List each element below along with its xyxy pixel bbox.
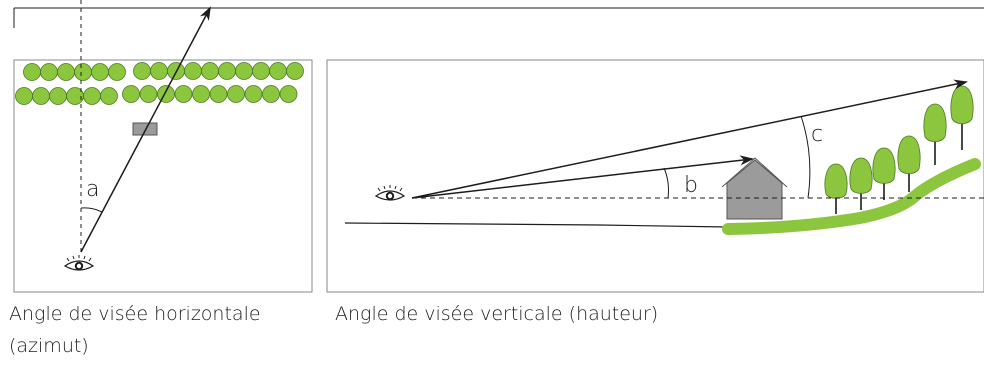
tree-crown <box>201 62 219 80</box>
trees-side-view <box>824 85 974 214</box>
tree-crown <box>150 62 168 80</box>
tree <box>923 103 947 165</box>
ground-line <box>344 222 729 228</box>
tree-crown <box>235 62 253 80</box>
sighting-angle-diagram: a <box>13 0 984 293</box>
tree-crown <box>244 85 263 103</box>
caption-azimuth: (azimut) <box>9 335 89 357</box>
house <box>721 157 788 220</box>
sight-line-trees <box>411 79 968 199</box>
hill-vegetation <box>722 158 981 235</box>
tree-crown <box>192 85 210 103</box>
right-panel: b c <box>326 59 984 293</box>
building-top-view <box>132 122 158 136</box>
tree-crown <box>122 85 140 103</box>
caption-horizontal-angle: Angle de visée horizontale <box>9 303 261 325</box>
tree-rows-top-view <box>15 62 304 105</box>
tree-crown <box>286 62 304 80</box>
sight-line-azimuth <box>80 6 211 253</box>
tree-crown <box>252 62 270 80</box>
tree <box>872 147 896 200</box>
tree-crown <box>57 63 75 81</box>
tree-crown <box>15 87 33 105</box>
tree-crown <box>174 85 193 103</box>
caption-vertical-angle: Angle de visée verticale (hauteur) <box>335 303 659 325</box>
tree <box>897 135 921 192</box>
tree-crown <box>23 63 41 81</box>
tree-crown <box>279 85 298 103</box>
angle-arc-c <box>800 115 811 199</box>
outer-frame <box>13 7 984 28</box>
angle-arc-b <box>663 167 669 199</box>
angle-label-a: a <box>86 177 99 202</box>
tree-crown <box>139 85 158 103</box>
tree-crown <box>227 85 245 103</box>
angle-label-c: c <box>811 122 823 147</box>
tree-crown <box>49 87 67 105</box>
tree-crown <box>269 62 287 80</box>
eye-icon <box>63 255 95 271</box>
tree-crown <box>133 62 151 80</box>
tree-crown <box>218 62 236 80</box>
tree-crown <box>184 62 202 80</box>
sight-line-house <box>411 155 754 199</box>
tree-crown <box>108 63 126 81</box>
tree-crown <box>40 63 58 81</box>
tree-crown <box>83 87 101 105</box>
angle-arc-a <box>80 207 103 213</box>
tree-crown <box>91 63 109 81</box>
tree-crown <box>100 87 118 105</box>
tree-crown <box>157 85 175 103</box>
tree <box>849 157 873 210</box>
tree <box>950 85 974 150</box>
angle-label-b: b <box>684 173 698 198</box>
left-panel: a <box>13 0 313 293</box>
tree-crown <box>262 85 280 103</box>
tree-crown <box>74 63 92 81</box>
eye-icon <box>374 185 406 201</box>
tree-crown <box>209 85 228 103</box>
tree-crown <box>32 87 50 105</box>
